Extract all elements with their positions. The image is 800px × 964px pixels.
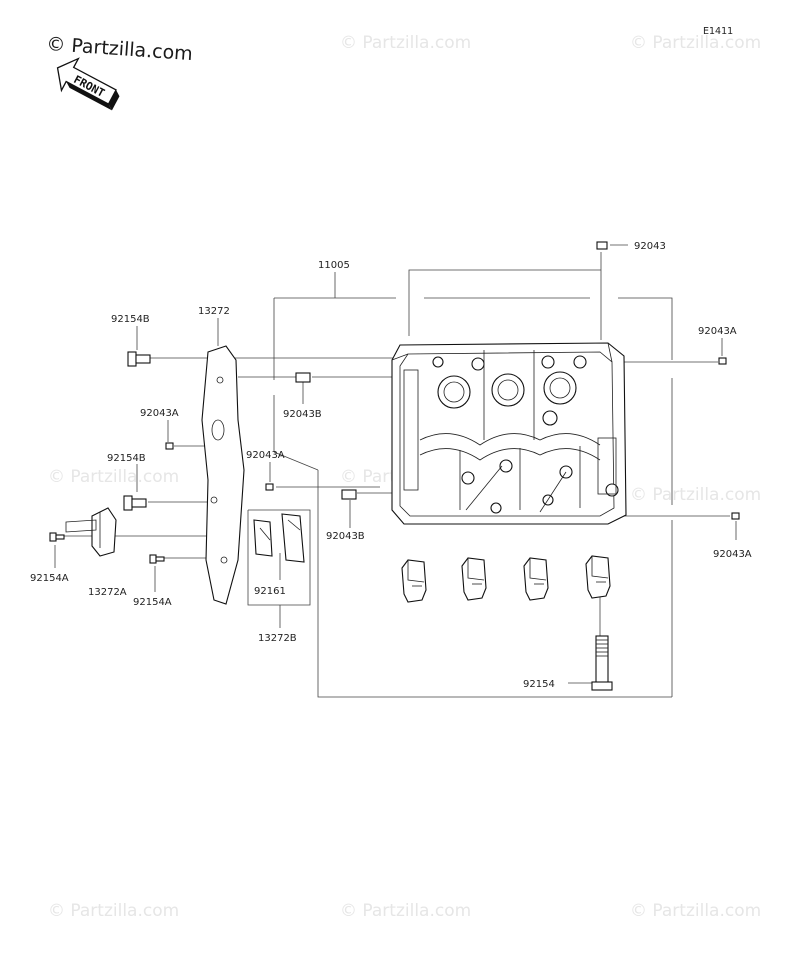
bearing-cap-4 — [585, 555, 611, 599]
label-92161: 92161 — [254, 586, 286, 597]
label-92154B-mid: 92154B — [107, 453, 146, 464]
diagram-code: E1411 — [703, 26, 733, 37]
label-13272: 13272 — [198, 306, 230, 317]
dowel-92043B-mid-icon — [341, 489, 357, 500]
label-92154A-left: 92154A — [30, 573, 69, 584]
bolt-92154B-top-icon — [127, 351, 151, 367]
dowel-92043B-top-icon — [295, 372, 311, 383]
label-92043: 92043 — [634, 241, 666, 252]
label-92043A-mid: 92043A — [246, 450, 285, 461]
leader-lines — [54, 244, 737, 698]
dowel-92043A-right-top-icon — [718, 357, 727, 365]
bolt-92154A-mid-icon — [149, 554, 165, 564]
front-arrow-icon: FRONT — [56, 57, 120, 111]
label-11005: 11005 — [318, 260, 350, 271]
plate-13272 — [201, 345, 245, 605]
bearing-cap-1 — [401, 559, 427, 603]
part-labels: 11005 92043 92043A 92154B 13272 92043B 9… — [30, 241, 752, 690]
label-92043B-top: 92043B — [283, 409, 322, 420]
dowel-92043A-mid-icon — [265, 483, 274, 491]
bearing-cap-2 — [461, 557, 487, 601]
dowel-92043-top-icon — [596, 241, 608, 250]
watermark-bottom-center: © Partzilla.com — [340, 901, 471, 921]
label-92154A-mid: 92154A — [133, 597, 172, 608]
bearing-cap-3 — [523, 557, 549, 601]
watermark-bottom-left: © Partzilla.com — [48, 901, 179, 921]
logo-text: © Partzilla.com — [46, 33, 194, 65]
label-92154: 92154 — [523, 679, 555, 690]
label-92043A-right-bottom: 92043A — [713, 549, 752, 560]
label-92154B-top: 92154B — [111, 314, 150, 325]
watermark-top-right: © Partzilla.com — [630, 33, 761, 53]
dowel-92043A-right-bottom-icon — [731, 512, 740, 520]
label-92043A-right-top: 92043A — [698, 326, 737, 337]
label-92043B-mid: 92043B — [326, 531, 365, 542]
label-13272B: 13272B — [258, 633, 297, 644]
label-13272A: 13272A — [88, 587, 127, 598]
crankcase-block — [391, 342, 627, 525]
bolt-92154A-left-icon — [49, 532, 65, 542]
bracket-13272A — [65, 507, 117, 557]
bearing-caps — [401, 555, 611, 603]
fasteners — [49, 241, 740, 564]
watermark-bottom-right: © Partzilla.com — [630, 901, 761, 921]
label-92043A-left: 92043A — [140, 408, 179, 419]
bolt-92154-icon — [591, 635, 613, 691]
partzilla-logo: © Partzilla.com — [46, 33, 194, 65]
bracket-13272B — [253, 513, 305, 563]
bolt-92154B-mid-icon — [123, 495, 147, 511]
dowel-92043A-left-icon — [165, 442, 174, 450]
watermark-mid-right: © Partzilla.com — [630, 485, 761, 505]
watermark-mid-left: © Partzilla.com — [48, 467, 179, 487]
watermark-top-center: © Partzilla.com — [340, 33, 471, 53]
